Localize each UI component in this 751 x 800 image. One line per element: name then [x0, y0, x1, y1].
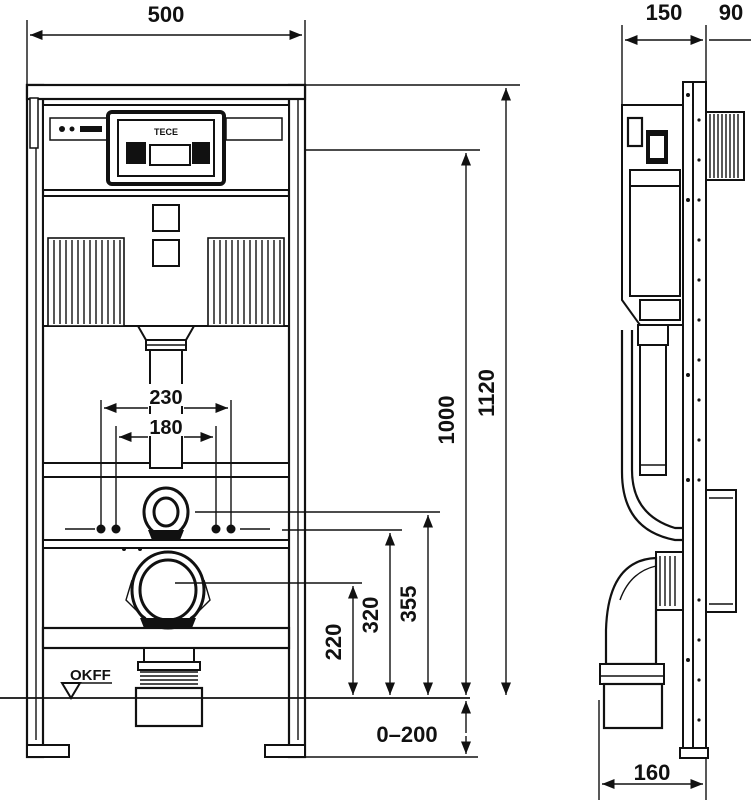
height-1120-label: 1120: [474, 369, 499, 417]
vent-slats-left: [47, 237, 125, 327]
vent-slats-right: [207, 237, 285, 327]
floor-label: OKFF: [70, 667, 111, 684]
offset-90-label: 90: [719, 0, 743, 25]
height-320-label: 320: [358, 597, 383, 634]
width-dimension: 500: [26, 2, 306, 85]
height-dimensions: 1120 1000 355 320 220 0–200: [175, 84, 520, 758]
side-flush-pipe: [620, 324, 683, 542]
waste-outlet: [125, 550, 211, 630]
floor-level: OKFF: [0, 667, 470, 700]
side-view: 150 90: [598, 0, 751, 800]
height-355-label: 355: [396, 586, 421, 623]
height-1000-label: 1000: [434, 396, 459, 445]
side-plate-thread: [705, 111, 745, 181]
spacing-180-label: 180: [149, 417, 182, 439]
width-label: 500: [148, 2, 185, 27]
height-220-label: 220: [321, 624, 346, 661]
frame: [25, 83, 307, 759]
water-inlet: [65, 486, 270, 551]
plate-label: TECE: [154, 127, 178, 137]
depth-160-label: 160: [634, 760, 671, 785]
side-cistern: [621, 104, 684, 326]
drain-connector: [134, 647, 204, 728]
spacing-230-label: 230: [149, 387, 182, 409]
side-inlet-box: [705, 489, 737, 613]
depth-150-label: 150: [646, 0, 683, 25]
front-view: 500: [0, 2, 520, 759]
bottom-depth-dimension: 160: [598, 700, 707, 800]
adjust-range-label: 0–200: [376, 722, 437, 747]
outlet-spacing-dimensions: 230 180: [100, 384, 232, 530]
side-frame: [679, 81, 709, 759]
flush-pipe: [136, 325, 196, 469]
side-waste-bend: [599, 551, 684, 730]
